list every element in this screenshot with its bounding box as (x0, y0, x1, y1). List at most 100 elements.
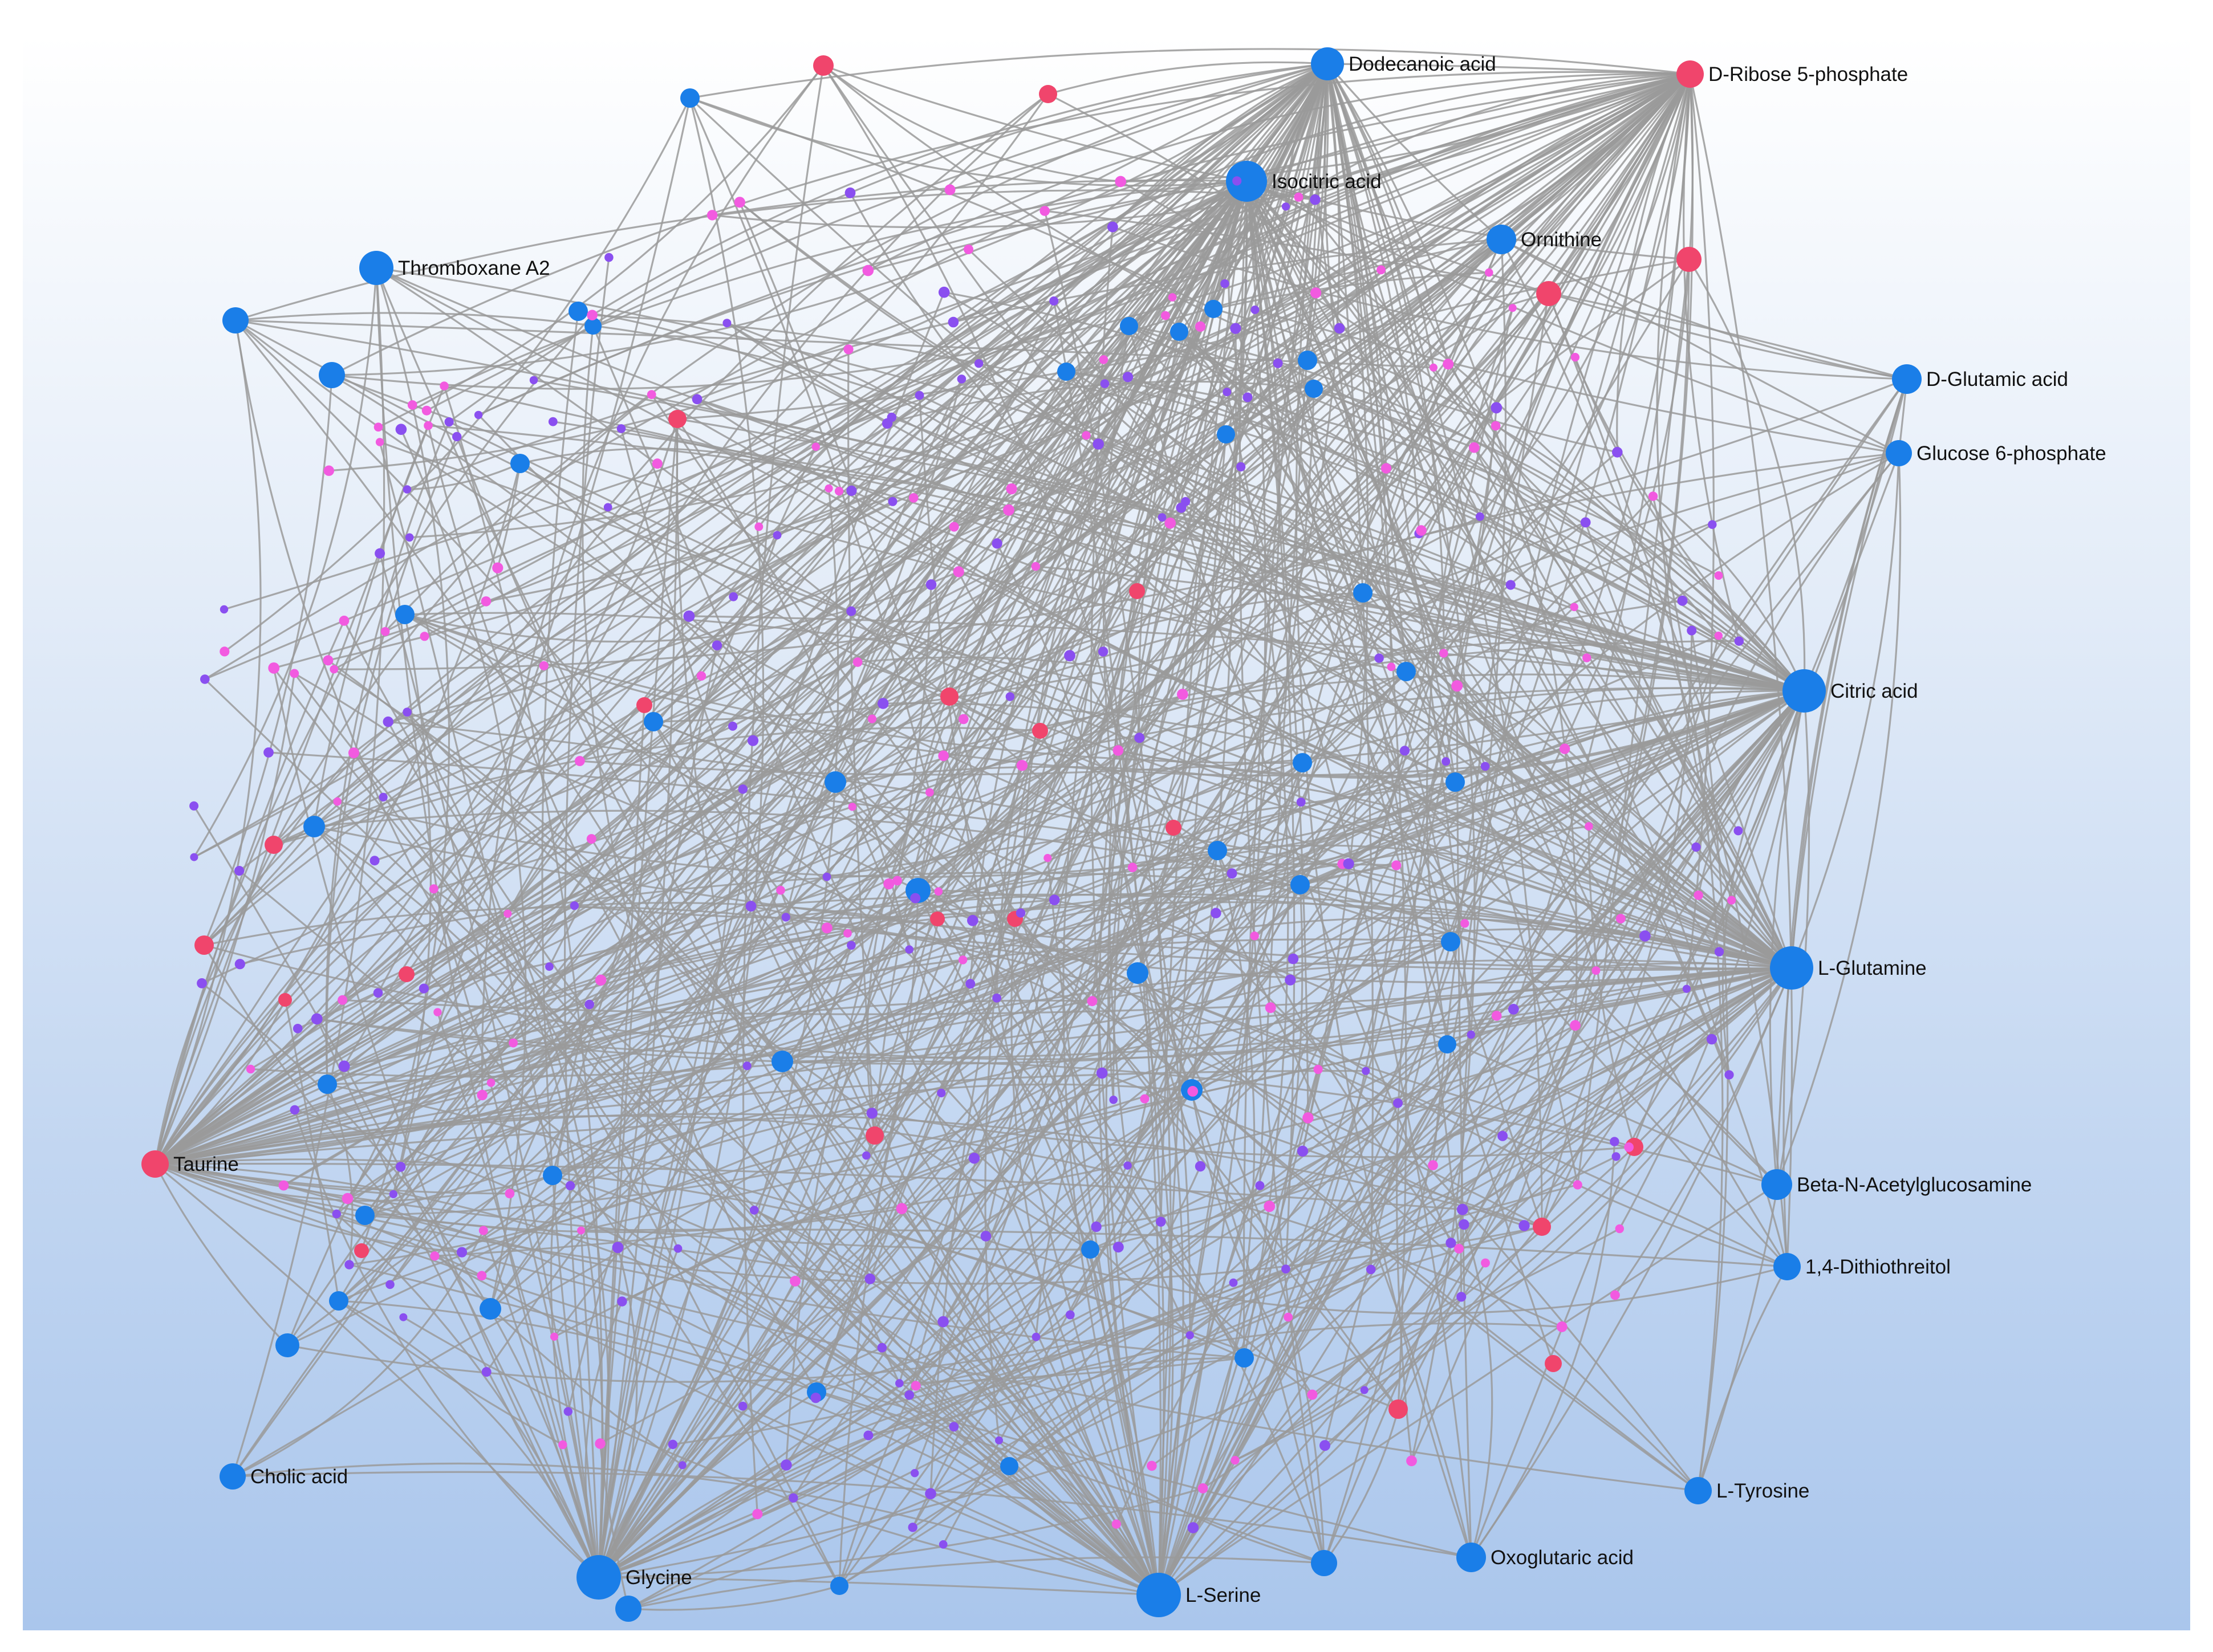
node-purple[interactable] (810, 1393, 821, 1403)
node-red[interactable] (278, 993, 292, 1007)
node-magenta[interactable] (825, 484, 833, 493)
node-magenta[interactable] (1147, 1460, 1157, 1471)
node-magenta[interactable] (1556, 1321, 1568, 1332)
node-purple[interactable] (712, 640, 722, 650)
node-purple[interactable] (1677, 595, 1688, 606)
node-purple[interactable] (603, 503, 612, 512)
node-magenta[interactable] (348, 747, 359, 759)
node-purple[interactable] (263, 747, 274, 758)
node-magenta[interactable] (503, 909, 512, 918)
node-magenta[interactable] (539, 661, 549, 670)
node-purple[interactable] (1706, 1033, 1717, 1045)
node-purple[interactable] (311, 1013, 323, 1025)
node-purple[interactable] (1223, 388, 1232, 397)
node-purple[interactable] (1343, 858, 1354, 869)
node-purple[interactable] (925, 1488, 936, 1500)
node-blue[interactable] (318, 1075, 337, 1094)
node-purple[interactable] (1459, 1219, 1469, 1230)
node-purple[interactable] (980, 1231, 992, 1242)
node-purple[interactable] (1687, 625, 1697, 636)
node-taurine[interactable] (141, 1150, 169, 1178)
node-blue[interactable] (1396, 662, 1416, 681)
node-blue[interactable] (1208, 841, 1227, 860)
node-purple[interactable] (1158, 513, 1167, 522)
node-magenta[interactable] (843, 929, 852, 938)
node-purple[interactable] (1393, 1098, 1403, 1108)
node-purple[interactable] (444, 417, 454, 427)
node-magenta[interactable] (1570, 353, 1579, 362)
node-red[interactable] (399, 966, 415, 982)
node-magenta[interactable] (339, 616, 350, 626)
node-magenta[interactable] (1168, 293, 1177, 302)
node-magenta[interactable] (1161, 311, 1170, 320)
node-purple[interactable] (948, 316, 959, 328)
node-purple[interactable] (1334, 323, 1345, 334)
node-magenta[interactable] (550, 1332, 559, 1341)
node-purple[interactable] (234, 866, 245, 876)
node-magenta[interactable] (477, 1271, 487, 1281)
node-magenta[interactable] (1508, 304, 1517, 312)
node-blue[interactable] (303, 816, 325, 837)
node-magenta[interactable] (342, 1193, 354, 1205)
node-purple[interactable] (563, 1407, 572, 1416)
node-magenta[interactable] (1294, 192, 1304, 202)
node-purple[interactable] (882, 418, 893, 429)
node-purple[interactable] (1611, 1152, 1621, 1161)
node-purple[interactable] (1112, 1242, 1124, 1253)
node-magenta[interactable] (1043, 854, 1052, 862)
node-purple[interactable] (1065, 1310, 1075, 1320)
node-purple[interactable] (1250, 306, 1260, 314)
node-magenta[interactable] (1481, 1258, 1490, 1268)
node-purple[interactable] (220, 605, 229, 614)
node-purple[interactable] (1100, 379, 1110, 388)
node-blue[interactable] (644, 712, 663, 731)
node-blue[interactable] (1290, 875, 1310, 894)
node-purple[interactable] (395, 1162, 406, 1172)
node-magenta[interactable] (1454, 1244, 1464, 1254)
node-purple[interactable] (332, 1209, 341, 1219)
node-magenta[interactable] (1391, 860, 1402, 870)
node-purple[interactable] (1610, 1137, 1619, 1146)
node-purple[interactable] (1134, 733, 1145, 743)
node-red[interactable] (1533, 1218, 1551, 1236)
node-red[interactable] (636, 697, 652, 713)
node-magenta[interactable] (430, 1251, 440, 1261)
node-magenta[interactable] (1624, 1142, 1634, 1152)
node-purple[interactable] (925, 579, 937, 590)
node-magenta[interactable] (338, 995, 348, 1005)
node-magenta[interactable] (1031, 561, 1041, 571)
node-purple[interactable] (864, 1273, 876, 1284)
node-magenta[interactable] (1615, 1224, 1624, 1234)
node-magenta[interactable] (1591, 966, 1601, 975)
node-purple[interactable] (668, 1439, 678, 1449)
node-magenta[interactable] (1127, 862, 1138, 872)
node-purple[interactable] (949, 1422, 959, 1432)
node-magenta[interactable] (1451, 680, 1463, 692)
node-purple[interactable] (910, 893, 921, 904)
node-purple[interactable] (1185, 1331, 1194, 1340)
node-magenta[interactable] (323, 465, 334, 476)
node-magenta[interactable] (323, 655, 334, 666)
node-magenta[interactable] (1177, 689, 1188, 700)
node-red[interactable] (1388, 1399, 1408, 1419)
node-magenta[interactable] (1430, 363, 1438, 372)
node-purple[interactable] (866, 1108, 878, 1119)
node-purple[interactable] (1445, 1238, 1456, 1248)
node-magenta[interactable] (1460, 919, 1469, 928)
node-blue[interactable] (584, 318, 602, 335)
node-magenta[interactable] (505, 1189, 515, 1199)
node-magenta[interactable] (883, 878, 895, 890)
node-blue[interactable] (319, 362, 345, 388)
node-purple[interactable] (747, 735, 759, 746)
node-serine[interactable] (1136, 1573, 1181, 1617)
node-magenta[interactable] (478, 1226, 488, 1235)
node-purple[interactable] (1016, 908, 1026, 918)
node-tyrosine[interactable] (1684, 1477, 1712, 1504)
node-magenta[interactable] (908, 493, 919, 503)
node-magenta[interactable] (1140, 1094, 1150, 1104)
node-betanacetyl[interactable] (1761, 1169, 1792, 1200)
node-blue[interactable] (1311, 1550, 1337, 1576)
node-blue[interactable] (1170, 323, 1188, 341)
node-purple[interactable] (1319, 1440, 1330, 1451)
node-magenta[interactable] (509, 1038, 518, 1048)
